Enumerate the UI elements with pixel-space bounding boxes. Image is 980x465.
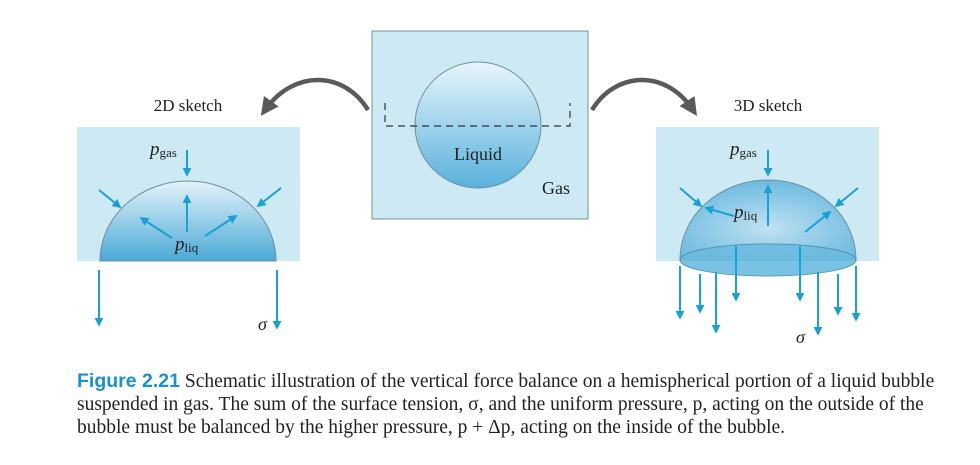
panel-2d: 2D sketch pgas pliq σ	[77, 96, 300, 334]
figure-caption: Figure 2.21 Schematic illustration of th…	[77, 370, 957, 439]
p-gas-label-2d: pgas	[148, 139, 177, 160]
center-panel: Liquid Gas	[371, 30, 589, 220]
figure-illustration: Liquid Gas 2D sketch pgas pliq σ 3D sket…	[77, 30, 879, 347]
title-2d: 2D sketch	[154, 96, 223, 115]
ext-arrow-right-2d	[256, 187, 282, 208]
arrow-to-3d	[590, 77, 697, 116]
int-arrow-right-3d	[804, 210, 832, 233]
title-3d: 3D sketch	[734, 96, 803, 115]
int-arrow-left-2d	[139, 217, 173, 239]
p-liq-label-2d: pliq	[173, 234, 199, 255]
liquid-bubble	[414, 61, 542, 189]
sigma-label-3d: σ	[796, 327, 806, 347]
sigma-label-2d: σ	[258, 314, 268, 334]
int-arrow-left-3d	[704, 205, 735, 217]
int-arrow-right-2d	[204, 215, 238, 237]
ext-arrow-left-3d	[679, 187, 703, 208]
hemisphere-3d-base	[679, 243, 857, 277]
ext-arrow-right-3d	[834, 187, 859, 208]
panel-3d: 3D sketch pgas pliq σ	[656, 96, 879, 347]
gas-label: Gas	[542, 178, 570, 198]
ext-arrow-left-2d	[98, 189, 122, 209]
liquid-label: Liquid	[454, 144, 502, 164]
cut-plane-line	[384, 103, 571, 127]
figure-number: Figure 2.21	[77, 370, 180, 392]
caption-text: Schematic illustration of the vertical f…	[77, 371, 935, 438]
arrow-to-2d	[260, 77, 370, 116]
p-gas-label-3d: pgas	[728, 139, 757, 160]
p-liq-label-3d: pliq	[732, 202, 758, 223]
